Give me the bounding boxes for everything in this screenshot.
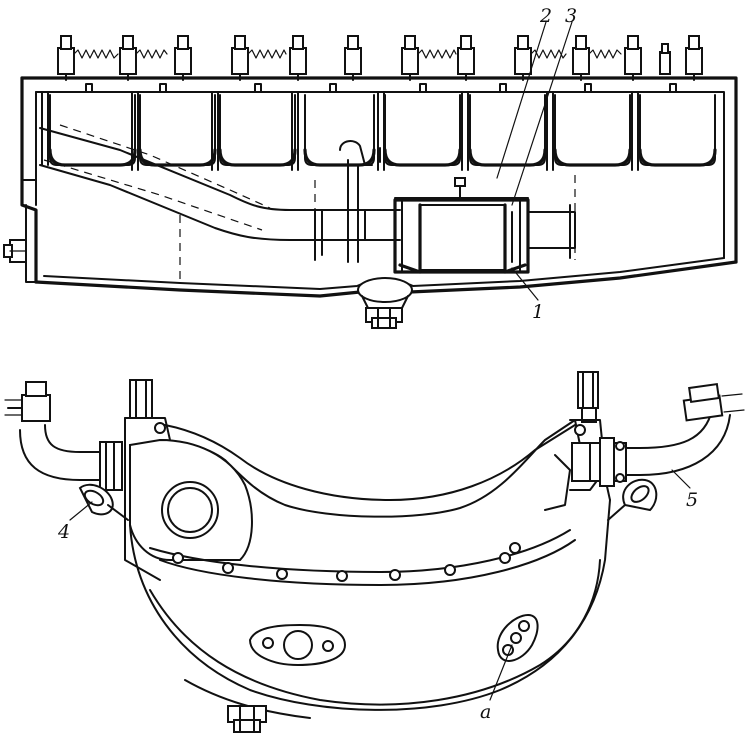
filter-cell [553, 94, 632, 167]
tank-body [129, 419, 611, 719]
left-side-fitting [3, 239, 27, 263]
inspection-flange [249, 624, 346, 666]
top-holders [57, 35, 703, 81]
holder [231, 35, 249, 81]
right-breather [607, 478, 658, 521]
filter-cell [48, 94, 137, 167]
left-elbow-pipe [4, 381, 123, 491]
holder [572, 35, 590, 81]
right-pipe [571, 382, 745, 487]
holder [624, 35, 642, 81]
valve-housing [393, 177, 530, 274]
filter-cell [383, 94, 462, 167]
filter-cells [41, 91, 717, 171]
callout-1: 1 [532, 301, 544, 323]
holder [514, 35, 532, 81]
holder [457, 35, 475, 81]
top-leaders [496, 21, 573, 301]
filter-cell [218, 94, 297, 167]
vent-holes [85, 83, 677, 93]
holder [685, 35, 703, 81]
holder [401, 35, 419, 81]
holder [119, 35, 137, 81]
bottom-leaders [69, 469, 691, 701]
left-breather [78, 483, 129, 521]
top-section-view [3, 21, 738, 329]
plate-a [496, 614, 539, 662]
riser [339, 140, 381, 263]
callout-5: 5 [686, 489, 698, 511]
callout-a: a [480, 701, 491, 723]
callout-labels: 1 2 3 4 5 a [57, 5, 698, 723]
holder [57, 35, 75, 81]
drain-valve [357, 277, 413, 329]
holder [174, 35, 192, 81]
callout-4: 4 [57, 521, 70, 543]
holder [289, 35, 307, 81]
filter-cell [303, 94, 376, 167]
callout-2: 2 [539, 5, 552, 27]
right-bracket [569, 371, 606, 491]
collector-pipe [39, 127, 576, 261]
filter-cell [638, 94, 717, 167]
holder [659, 43, 671, 75]
callout-3: 3 [565, 5, 577, 27]
holder [344, 35, 362, 81]
filter-cell [138, 94, 217, 167]
bottom-assembly-view [4, 371, 745, 733]
filter-cell [468, 94, 547, 167]
bottom-drain [227, 705, 267, 733]
